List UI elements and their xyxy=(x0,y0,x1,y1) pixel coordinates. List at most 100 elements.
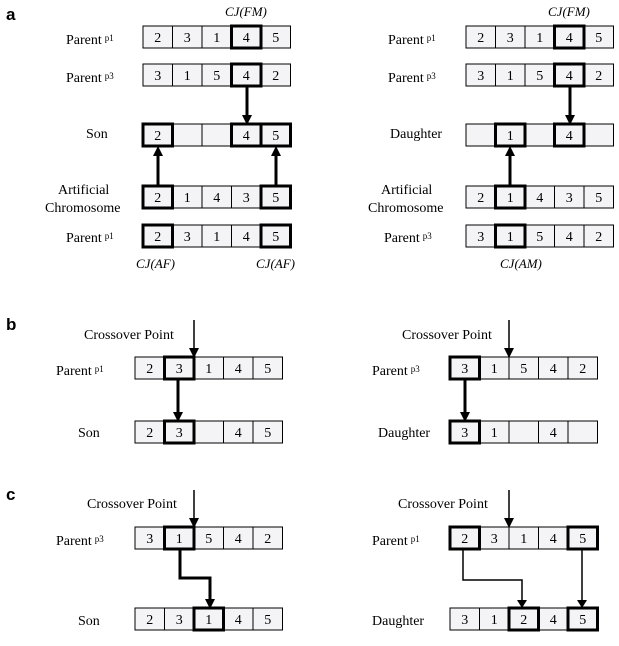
gene-value: 5 xyxy=(536,230,543,245)
gene-value: 1 xyxy=(213,31,220,46)
gene-value: 5 xyxy=(264,362,271,377)
selected-gene-highlight xyxy=(553,62,586,88)
selected-gene-highlight xyxy=(192,606,225,632)
arrowhead xyxy=(189,518,199,528)
row-label-chromosome: Chromosome xyxy=(45,201,120,216)
gene-value: 2 xyxy=(154,191,161,206)
crossover-point-label: Crossover Point xyxy=(398,497,488,512)
gene-value: 3 xyxy=(461,362,468,377)
arrowhead xyxy=(504,518,514,528)
gene-value: 2 xyxy=(272,69,279,84)
row-label-artificial: Artificial xyxy=(381,183,432,198)
row-label-son: Son xyxy=(78,426,100,441)
gene-value: 1 xyxy=(205,613,212,628)
gene-value: 4 xyxy=(536,191,543,206)
selected-gene-highlight xyxy=(566,525,599,551)
gene-value: 4 xyxy=(550,613,557,628)
gene-value: 5 xyxy=(272,31,279,46)
gene-value: 1 xyxy=(491,362,498,377)
gene-value: 5 xyxy=(264,613,271,628)
cj-am-label: CJ(AM) xyxy=(500,256,542,271)
row-label-son: Son xyxy=(78,614,100,629)
gene-value: 2 xyxy=(477,31,484,46)
selected-gene-highlight xyxy=(494,122,527,148)
gene-value: 3 xyxy=(243,191,250,206)
gene-cell xyxy=(252,607,283,631)
cj-fm-label: CJ(FM) xyxy=(548,4,590,19)
selected-gene-highlight xyxy=(141,223,174,249)
gene-value: 4 xyxy=(566,129,573,144)
row-label-daughter: Daughter xyxy=(372,614,424,629)
gene-value: 3 xyxy=(176,426,183,441)
gene-value: 4 xyxy=(566,31,573,46)
gene-value: 4 xyxy=(243,69,250,84)
gene-value: 4 xyxy=(213,191,220,206)
gene-cell xyxy=(201,123,232,147)
gene-value: 3 xyxy=(477,69,484,84)
selected-gene-highlight xyxy=(448,355,481,381)
arrowhead xyxy=(460,412,470,422)
gene-value: 1 xyxy=(491,426,498,441)
arrowhead xyxy=(242,115,252,125)
gene-value: 2 xyxy=(146,426,153,441)
gene-cell xyxy=(583,123,614,147)
gene-value: 2 xyxy=(154,31,161,46)
gene-value: 5 xyxy=(536,69,543,84)
gene-value: 1 xyxy=(205,362,212,377)
chromosome-parent-p3: 3 1 5 4 2 xyxy=(448,355,598,381)
gene-value: 5 xyxy=(520,362,527,377)
gene-value: 2 xyxy=(146,613,153,628)
selected-gene-highlight xyxy=(141,122,174,148)
gene-value: 1 xyxy=(213,230,220,245)
gene-cell xyxy=(252,356,283,380)
gene-value: 2 xyxy=(520,613,527,628)
gene-value: 1 xyxy=(507,129,514,144)
arrowhead xyxy=(271,146,281,156)
gene-value: 3 xyxy=(461,613,468,628)
section-letter-b: b xyxy=(6,315,16,334)
gene-value: 5 xyxy=(264,426,271,441)
selected-gene-highlight xyxy=(507,606,540,632)
gene-value: 1 xyxy=(176,532,183,547)
gene-value: 2 xyxy=(579,362,586,377)
gene-value: 2 xyxy=(595,230,602,245)
gene-cell xyxy=(508,420,539,444)
gene-value: 4 xyxy=(550,362,557,377)
gene-value: 3 xyxy=(477,230,484,245)
gene-value: 1 xyxy=(507,191,514,206)
gene-value: 3 xyxy=(566,191,573,206)
connector-line xyxy=(462,550,523,604)
gene-cell xyxy=(567,420,598,444)
gene-value: 1 xyxy=(491,613,498,628)
connector-line xyxy=(178,550,212,601)
gene-value: 5 xyxy=(272,191,279,206)
row-label-daughter: Daughter xyxy=(390,127,442,142)
gene-value: 4 xyxy=(550,532,557,547)
gene-cell xyxy=(193,420,224,444)
gene-value: 3 xyxy=(176,613,183,628)
gene-value: 4 xyxy=(566,230,573,245)
gene-value: 3 xyxy=(491,532,498,547)
gene-value: 4 xyxy=(243,129,250,144)
arrowhead xyxy=(205,599,215,609)
arrowhead xyxy=(504,348,514,358)
selected-gene-highlight xyxy=(259,223,292,249)
